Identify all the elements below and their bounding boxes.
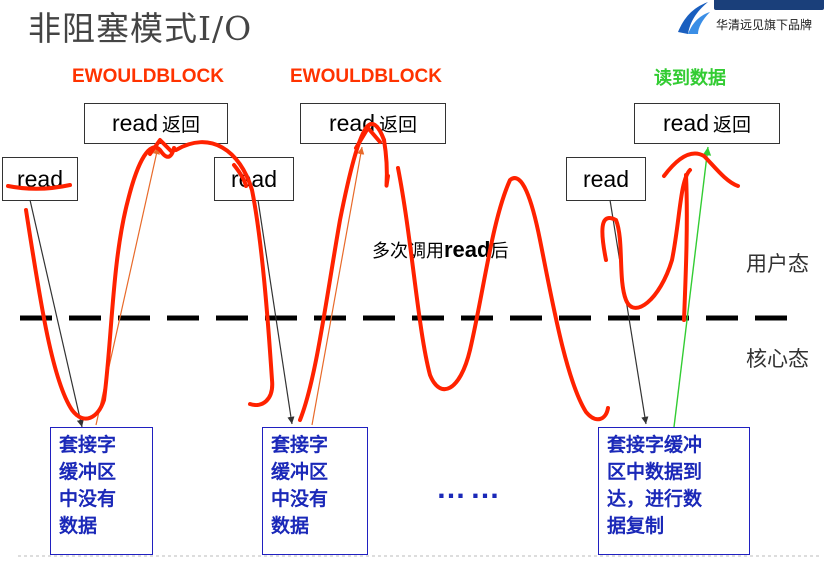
red-stroke-5 bbox=[382, 138, 390, 188]
call-arrow-2 bbox=[257, 199, 295, 425]
return-arrow-green bbox=[673, 146, 712, 428]
kernel-box-line: 中没有 bbox=[271, 488, 329, 510]
ellipsis: …… bbox=[436, 472, 504, 505]
kernel-box-line: 据复制 bbox=[607, 515, 665, 537]
call-arrow-3 bbox=[609, 199, 649, 425]
kernel-box-1: 套接字 缓冲区 中没有 数据 bbox=[50, 427, 153, 555]
user-space-label: 用户态 bbox=[746, 252, 809, 276]
kernel-box-line: 中没有 bbox=[59, 488, 117, 510]
red-stroke-1-tick bbox=[148, 138, 174, 156]
brand-logo: 华清远见旗下品牌 bbox=[674, 0, 834, 44]
note-suffix: 后 bbox=[490, 241, 509, 262]
kernel-space-label: 核心态 bbox=[746, 347, 809, 371]
read-return-cn: 返回 bbox=[713, 114, 752, 136]
red-stroke-1 bbox=[24, 145, 176, 421]
data-read-label: 读到数据 bbox=[654, 68, 726, 89]
red-stroke-4-tick bbox=[354, 126, 382, 150]
kernel-box-line: 数据 bbox=[59, 515, 98, 537]
read-return-word: read bbox=[111, 110, 159, 136]
red-stroke-8 bbox=[662, 151, 740, 188]
kernel-box-line: 达，进行数 bbox=[607, 488, 703, 510]
kernel-box-3: 套接字缓冲 区中数据到 达，进行数 据复制 bbox=[598, 427, 750, 555]
read-return-cn: 返回 bbox=[162, 114, 201, 136]
kernel-box-line: 缓冲区 bbox=[271, 461, 329, 483]
call-arrow-1 bbox=[29, 199, 84, 428]
red-underline bbox=[6, 183, 72, 191]
read-return-cn: 返回 bbox=[379, 114, 418, 136]
kernel-box-line: 缓冲区 bbox=[59, 461, 117, 483]
note-bold: read bbox=[444, 237, 491, 262]
kernel-box-line: 区中数据到 bbox=[607, 461, 703, 483]
logo-wordmark bbox=[714, 0, 824, 10]
kernel-box-line: 套接字 bbox=[271, 434, 329, 456]
read-call-box-3: read bbox=[566, 157, 646, 201]
logo-tagline: 华清远见旗下品牌 bbox=[716, 18, 813, 32]
red-stroke-7 bbox=[600, 168, 692, 310]
read-return-word: read bbox=[662, 110, 710, 136]
logo-swoosh-icon bbox=[678, 2, 710, 34]
kernel-box-line: 套接字缓冲 bbox=[607, 434, 703, 456]
red-stroke-2 bbox=[174, 140, 275, 407]
kernel-box-2: 套接字 缓冲区 中没有 数据 bbox=[262, 427, 368, 555]
return-arrow-2 bbox=[311, 146, 365, 426]
note-prefix: 多次调用 bbox=[372, 241, 444, 262]
ewouldblock-label-1: EWOULDBLOCK bbox=[72, 66, 224, 87]
red-stroke-3 bbox=[232, 163, 248, 188]
ewouldblock-label-2: EWOULDBLOCK bbox=[290, 66, 442, 87]
red-stroke-9 bbox=[682, 173, 689, 322]
page-title: 非阻塞模式I/O bbox=[28, 9, 253, 48]
read-call-word: read bbox=[582, 165, 630, 192]
red-stroke-4 bbox=[298, 122, 386, 422]
kernel-box-line: 套接字 bbox=[59, 434, 117, 456]
repeated-read-note: 多次调用read后 bbox=[372, 237, 508, 263]
red-stroke-6 bbox=[396, 166, 610, 422]
kernel-box-line: 数据 bbox=[271, 515, 310, 537]
